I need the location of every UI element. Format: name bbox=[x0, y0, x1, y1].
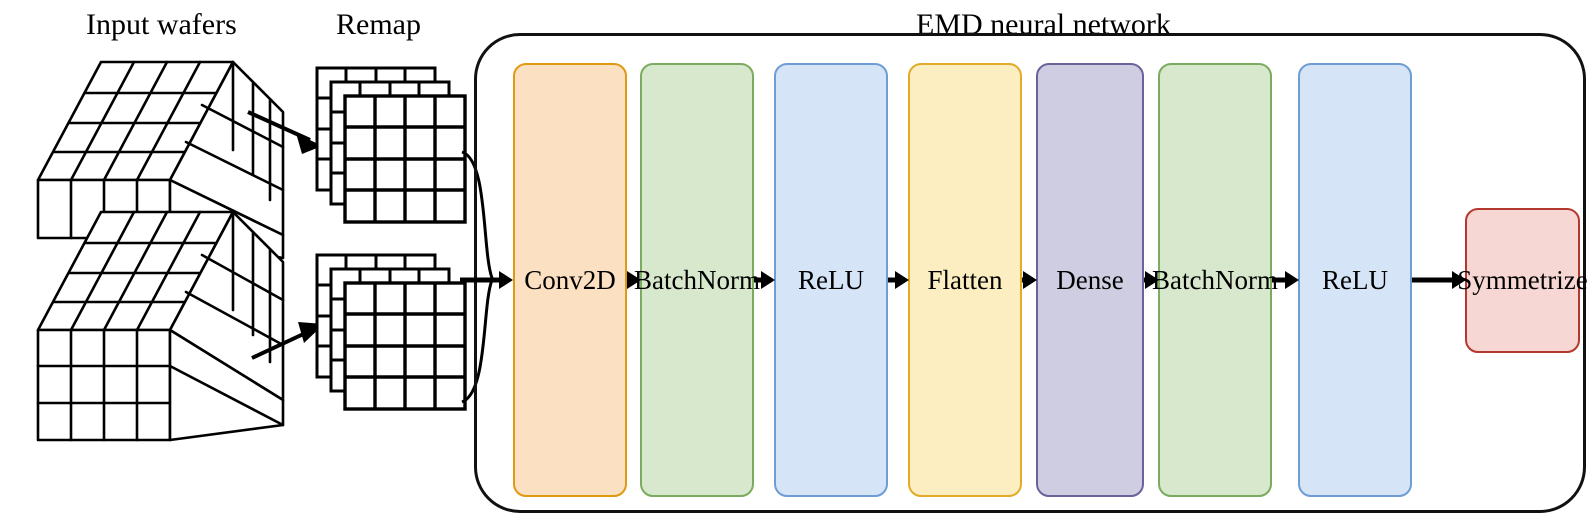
layer-label: Dense bbox=[1056, 264, 1124, 295]
layer-label: Symmetrize bbox=[1457, 265, 1588, 295]
layer-dense[interactable]: Dense bbox=[1036, 63, 1144, 497]
layer-flatten[interactable]: Flatten bbox=[908, 63, 1022, 497]
layer-conv2d[interactable]: Conv2D bbox=[513, 63, 627, 497]
arrow-wafer-top-to-remap-top bbox=[247, 110, 322, 154]
layer-relu-2[interactable]: ReLU bbox=[1298, 63, 1412, 497]
network-container bbox=[474, 33, 1586, 513]
layer-label: Flatten bbox=[927, 264, 1003, 295]
input-wafers-label: Input wafers bbox=[86, 8, 237, 41]
remap-to-network-funnel bbox=[461, 150, 494, 404]
layer-label: BatchNorm bbox=[1152, 264, 1278, 295]
layer-label: BatchNorm bbox=[634, 264, 760, 295]
remap-label: Remap bbox=[336, 8, 421, 41]
layer-label: Conv2D bbox=[524, 264, 616, 295]
layer-label: ReLU bbox=[1322, 264, 1388, 295]
remap-stack-bottom bbox=[315, 253, 467, 411]
input-wafer-cube-bottom bbox=[36, 210, 285, 442]
layer-relu-1[interactable]: ReLU bbox=[774, 63, 888, 497]
remap-stack-top bbox=[315, 66, 467, 224]
layer-label: ReLU bbox=[798, 264, 864, 295]
layer-symmetrize[interactable]: Symmetrize bbox=[1457, 208, 1588, 353]
layer-batchnorm-2[interactable]: BatchNorm bbox=[1152, 63, 1278, 497]
layer-batchnorm-1[interactable]: BatchNorm bbox=[634, 63, 760, 497]
